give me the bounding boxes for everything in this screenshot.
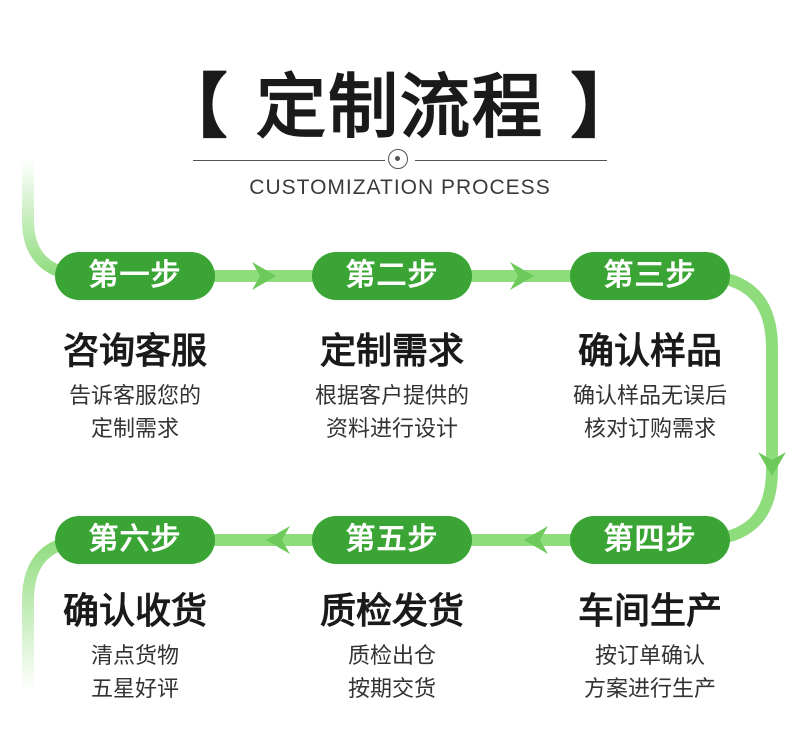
step-1-desc-line-2: 定制需求 xyxy=(90,417,179,442)
title-divider-right xyxy=(415,160,607,161)
step-3-desc-line-2: 核对订购需求 xyxy=(583,417,716,442)
arrow-left-icon xyxy=(524,526,548,554)
step-6-desc-line-1: 清点货物 xyxy=(90,644,179,669)
step-5-desc-line-1: 质检出仓 xyxy=(347,644,436,669)
page-title: 【 定制流程 】 xyxy=(157,66,643,148)
title-divider-left xyxy=(193,160,385,161)
target-circle-icon xyxy=(388,149,408,169)
step-2-desc-line-1: 根据客户提供的 xyxy=(314,384,469,409)
flow-track-main xyxy=(90,270,778,546)
step-5-desc-line-2: 按期交货 xyxy=(347,677,436,702)
step-6-desc-line-2: 五星好评 xyxy=(90,677,179,702)
step-5-title: 质检发货 xyxy=(319,591,464,632)
step-2-title: 定制需求 xyxy=(319,331,464,372)
step-4-desc-line-2: 方案进行生产 xyxy=(583,677,716,702)
step-1-badge: 第一步 xyxy=(55,252,215,300)
arrow-down-icon xyxy=(758,452,786,476)
step-3-title: 确认样品 xyxy=(577,331,722,372)
arrow-left-icon xyxy=(266,526,290,554)
step-3-badge: 第三步 xyxy=(570,252,730,300)
step-4-desc-line-1: 按订单确认 xyxy=(594,644,705,669)
step-5-badge: 第五步 xyxy=(312,516,472,564)
step-2-desc-line-2: 资料进行设计 xyxy=(325,417,458,442)
step-2-badge: 第二步 xyxy=(312,252,472,300)
arrow-right-icon xyxy=(252,262,276,290)
step-6-badge: 第六步 xyxy=(55,516,215,564)
step-4-badge: 第四步 xyxy=(570,516,730,564)
step-1-title: 咨询客服 xyxy=(62,331,207,372)
step-1-desc-line-1: 告诉客服您的 xyxy=(68,384,201,409)
page-subtitle: CUSTOMIZATION PROCESS xyxy=(249,176,551,199)
step-6-title: 确认收货 xyxy=(62,591,207,632)
step-4-title: 车间生产 xyxy=(577,591,722,632)
step-3-desc-line-1: 确认样品无误后 xyxy=(572,384,727,409)
arrow-right-icon xyxy=(510,262,534,290)
